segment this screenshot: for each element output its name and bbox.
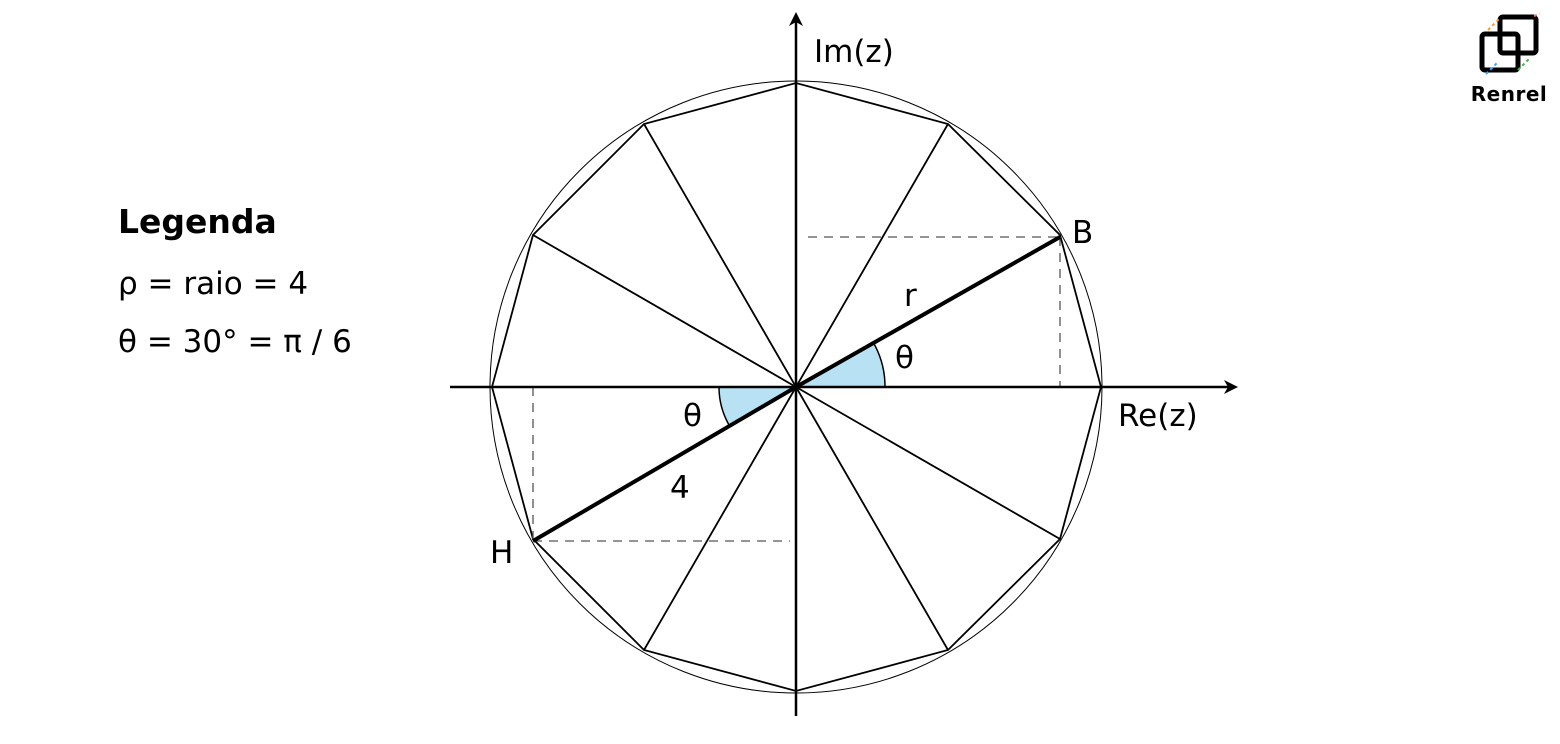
spoke-330 bbox=[795, 386, 1061, 540]
segment-length-label: 4 bbox=[670, 470, 690, 506]
real-axis-label: Re(z) bbox=[1118, 398, 1198, 434]
legend-theta: θ = 30° = π / 6 bbox=[118, 324, 352, 360]
segment-r-label: r bbox=[904, 278, 917, 314]
spoke-240 bbox=[643, 386, 797, 651]
imag-axis-label: Im(z) bbox=[814, 34, 894, 70]
spoke-120 bbox=[643, 123, 797, 388]
spokes bbox=[532, 123, 1061, 651]
spoke-300 bbox=[795, 386, 949, 651]
angle-theta-b-label: θ bbox=[895, 340, 914, 376]
logo-icon bbox=[1479, 13, 1541, 75]
spoke-60 bbox=[795, 123, 949, 388]
legend-title: Legenda bbox=[118, 202, 277, 241]
projection-lines bbox=[532, 236, 1061, 542]
angle-theta-h-label: θ bbox=[683, 398, 702, 434]
vector-h bbox=[531, 385, 798, 543]
legend: Legenda ρ = raio = 4 θ = 30° = π / 6 bbox=[118, 200, 352, 378]
renrel-logo: Renrel bbox=[1468, 12, 1550, 112]
spoke-150 bbox=[532, 234, 797, 388]
legend-rho: ρ = raio = 4 bbox=[118, 266, 309, 302]
point-h-label: H bbox=[490, 535, 513, 571]
logo-text: Renrel bbox=[1470, 82, 1548, 106]
vector-b bbox=[795, 235, 1061, 389]
point-b-label: B bbox=[1072, 215, 1093, 251]
